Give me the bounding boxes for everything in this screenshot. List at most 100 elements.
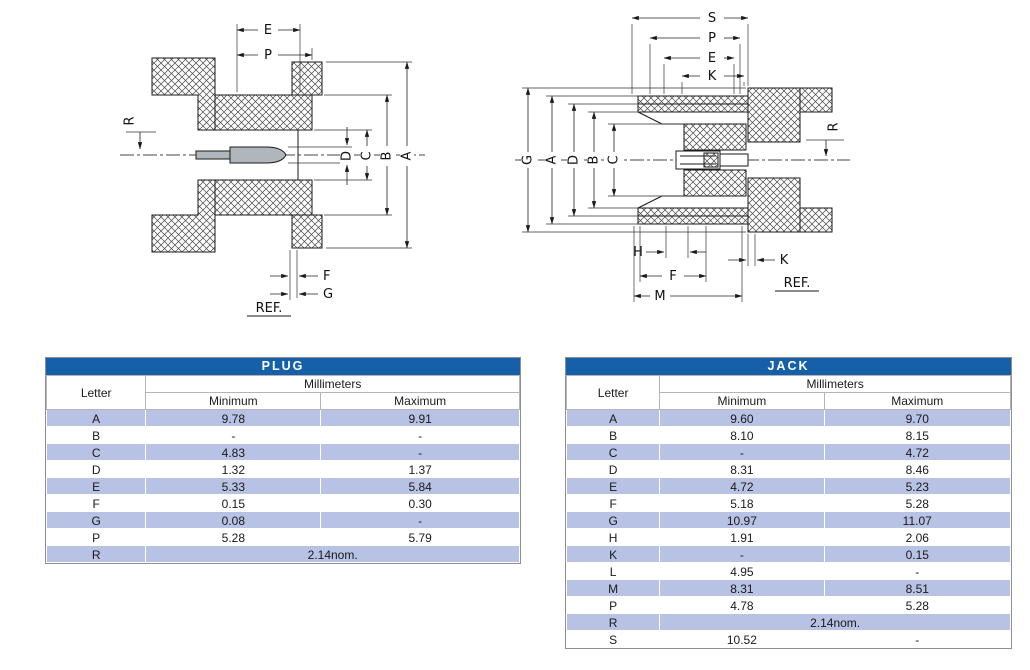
max-header: Maximum [320, 392, 520, 410]
min-cell: - [145, 426, 322, 444]
max-cell: 2.06 [823, 528, 1011, 546]
min-cell: - [659, 443, 825, 461]
max-cell: - [823, 562, 1011, 580]
min-cell: 8.10 [659, 426, 825, 444]
jack-dim-label-c: C [607, 155, 622, 164]
min-cell: 0.08 [145, 511, 322, 529]
plug-flange-bottom [151, 179, 216, 253]
min-cell: 4.83 [145, 443, 322, 461]
jack-dim-label-e: E [708, 51, 716, 66]
min-cell: 4.72 [659, 477, 825, 495]
plug-coupling-top [291, 61, 323, 96]
min-cell: 9.78 [145, 409, 322, 427]
plug-coupling-bottom [291, 214, 323, 249]
jack-table: JACK Letter Millimeters Minimum Maximum … [565, 357, 1012, 649]
letter-cell: H [565, 528, 661, 546]
letter-cell: G [45, 511, 147, 529]
plug-dim-label-p: P [264, 48, 272, 63]
plug-ref-label: REF. [256, 301, 283, 316]
jack-dim-label-p: P [708, 31, 716, 46]
min-cell: 10.52 [659, 630, 825, 648]
max-header: Maximum [823, 392, 1011, 410]
table-row: C-4.72 [565, 443, 1011, 461]
plug-dim-label-d: D [340, 151, 355, 161]
max-cell: 9.70 [823, 409, 1011, 427]
plug-dim-label-f: F [323, 269, 330, 284]
jack-dim-label-h: H [633, 245, 643, 260]
letter-cell: E [45, 477, 147, 495]
max-cell: - [823, 630, 1011, 648]
plug-dim-label-c: C [360, 151, 375, 160]
letter-cell: G [565, 511, 661, 529]
min-cell: 4.95 [659, 562, 825, 580]
plug-flange-top [151, 57, 216, 131]
span-cell: 2.14nom. [145, 545, 520, 563]
min-cell: 8.31 [659, 579, 825, 597]
min-cell: 5.28 [145, 528, 322, 546]
letter-cell: C [565, 443, 661, 461]
letter-cell: K [565, 545, 661, 563]
plug-wall-bottom [214, 179, 313, 216]
max-cell: - [320, 426, 520, 444]
letter-cell: L [565, 562, 661, 580]
table-row: K-0.15 [565, 545, 1011, 563]
max-cell: 1.37 [320, 460, 520, 478]
min-cell: 10.97 [659, 511, 825, 529]
min-cell: 0.15 [145, 494, 322, 512]
min-header: Minimum [659, 392, 825, 410]
letter-cell: P [45, 528, 147, 546]
max-cell: 5.23 [823, 477, 1011, 495]
plug-wall-top [214, 94, 313, 131]
min-cell: 5.33 [145, 477, 322, 495]
max-cell: 0.30 [320, 494, 520, 512]
min-cell: 4.78 [659, 596, 825, 614]
jack-dim-label-m: M [654, 289, 665, 304]
jack-contact-insert [703, 152, 719, 168]
letter-cell: F [45, 494, 147, 512]
max-cell: 0.15 [823, 545, 1011, 563]
letter-cell: M [565, 579, 661, 597]
plug-table: PLUG Letter Millimeters Minimum Maximum … [45, 357, 521, 564]
plug-pin-rod [195, 150, 231, 160]
letter-cell: F [565, 494, 661, 512]
jack-ref-label: REF. [784, 276, 811, 291]
jack-shell-ext-bottom [799, 207, 833, 233]
letter-header: Letter [45, 375, 147, 410]
plug-dim-label-e: E [264, 23, 272, 38]
min-cell: 8.31 [659, 460, 825, 478]
max-cell: 8.15 [823, 426, 1011, 444]
jack-dim-label-g: G [521, 155, 536, 165]
letter-cell: D [565, 460, 661, 478]
min-header: Minimum [145, 392, 322, 410]
span-cell: 2.14nom. [659, 613, 1011, 631]
letter-cell: R [45, 545, 147, 563]
letter-cell: A [45, 409, 147, 427]
max-cell: 8.51 [823, 579, 1011, 597]
jack-bulkhead-bottom [747, 177, 801, 233]
jack-shell-ext-top [799, 87, 833, 113]
plug-dim-label-a: A [400, 151, 415, 160]
plug-center-pin [229, 146, 287, 164]
plug-table-title: PLUG [46, 358, 520, 375]
jack-dim-label-f: F [669, 269, 676, 284]
jack-dim-label-d: D [567, 155, 582, 165]
letter-cell: E [565, 477, 661, 495]
letter-cell: C [45, 443, 147, 461]
max-cell: 5.79 [320, 528, 520, 546]
letter-cell: S [565, 630, 661, 648]
table-row: B-- [45, 426, 520, 444]
